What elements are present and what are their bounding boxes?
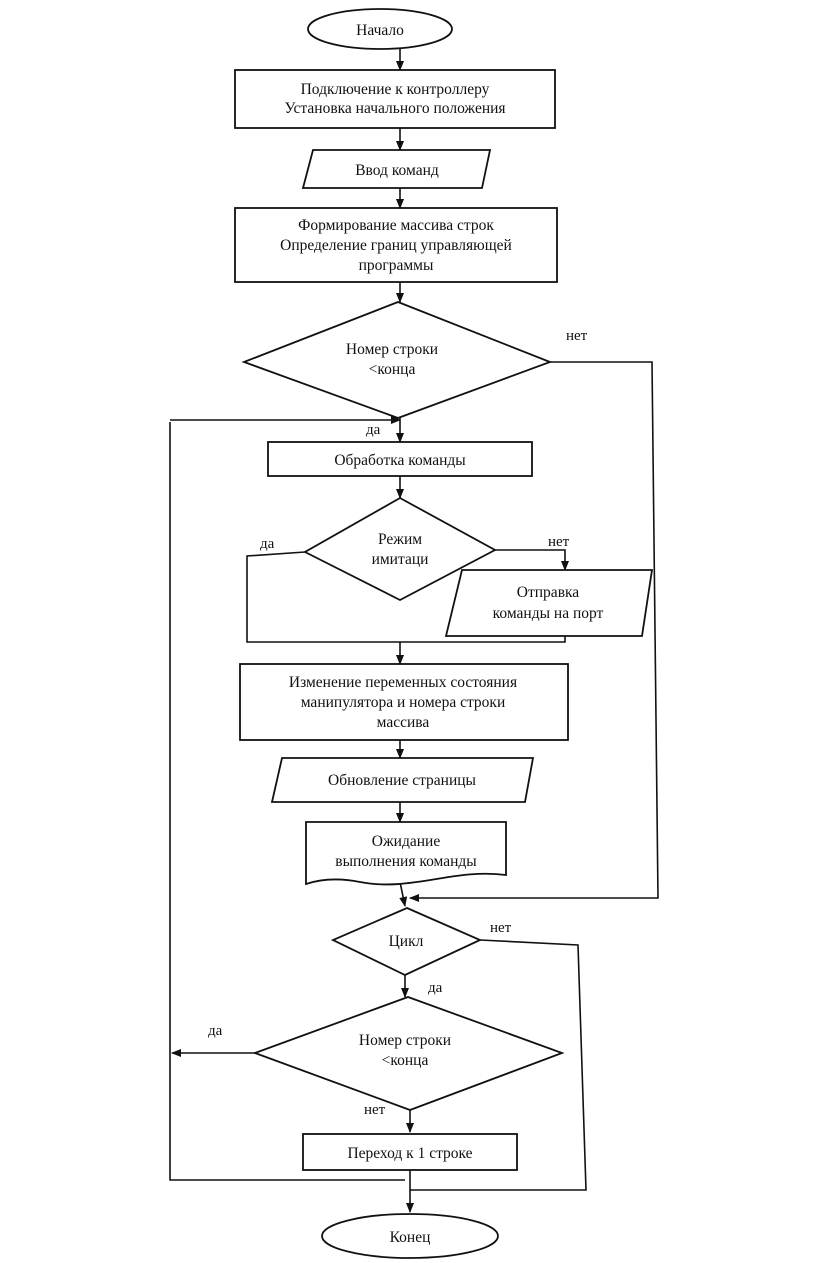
goto-box <box>302 1133 518 1171</box>
cycle-node: Цикл <box>330 907 483 976</box>
cond1-yes-label: да <box>366 422 381 438</box>
cond1-diamond <box>241 301 553 419</box>
cond1-text-line-1: Номер строки <box>346 341 438 358</box>
loop-back-line <box>169 422 405 1181</box>
wait-text-line-1: Ожидание <box>372 833 441 850</box>
mode-node: Режим имитаци <box>303 496 497 602</box>
process-text: Обработка команды <box>334 452 466 469</box>
mode-diamond <box>303 496 497 602</box>
process-box <box>267 441 533 477</box>
send-parallelogram <box>444 569 654 637</box>
cycle-yes-label: да <box>428 980 443 996</box>
branch-labels: нет да да нет нет да да нет <box>208 328 588 1118</box>
update-node: Обновление страницы <box>270 757 535 803</box>
end-terminator <box>321 1213 499 1259</box>
input-parallelogram <box>301 149 492 189</box>
cond2-node: Номер строки <конца <box>252 996 565 1111</box>
connect-text-line-2: Установка начального положения <box>284 100 505 117</box>
cycle-no-label: нет <box>490 920 512 936</box>
wait-node: Ожидание выполнения команды <box>305 821 507 886</box>
start-terminator <box>307 8 453 50</box>
connect-node: Подключение к контроллеру Установка нача… <box>234 69 556 129</box>
mode-text-line-1: Режим <box>378 531 422 548</box>
form-text-line-3: программы <box>359 257 434 274</box>
line-mode-yes <box>246 551 400 643</box>
form-text-line-1: Формирование массива строк <box>298 217 494 234</box>
cond1-text-line-2: <конца <box>369 361 416 378</box>
mode-yes-label: да <box>260 536 275 552</box>
connect-text-line-1: Подключение к контроллеру <box>301 81 490 98</box>
goto-text: Переход к 1 строке <box>347 1145 472 1162</box>
connect-box <box>234 69 556 129</box>
input-node: Ввод команд <box>301 149 492 189</box>
wait-text-line-2: выполнения команды <box>335 853 477 870</box>
cond1-no-label: нет <box>566 328 588 344</box>
cond1-node: Номер строки <конца <box>241 301 553 419</box>
wait-document <box>305 821 507 886</box>
update-parallelogram <box>270 757 535 803</box>
form-box <box>234 207 558 283</box>
change-text-line-2: манипулятора и номера строки <box>301 694 506 711</box>
start-text: Начало <box>356 22 404 39</box>
form-text-line-2: Определение границ управляющей <box>280 237 512 254</box>
cycle-diamond <box>330 907 483 976</box>
cond2-diamond <box>252 996 565 1111</box>
end-node: Конец <box>321 1213 499 1259</box>
start-node: Начало <box>307 8 453 50</box>
mode-text-line-2: имитаци <box>372 551 429 568</box>
arrow-wait-cycle <box>399 881 408 907</box>
cond2-yes-label: да <box>208 1023 223 1039</box>
line-cycle-no <box>410 939 587 1191</box>
mode-no-label: нет <box>548 534 570 550</box>
send-text-line-2: команды на порт <box>493 605 604 622</box>
change-text-line-3: массива <box>377 714 430 731</box>
arrow-mode-no <box>495 549 569 571</box>
arrow-cond1-no <box>409 361 659 902</box>
form-node: Формирование массива строк Определение г… <box>234 207 558 283</box>
process-node: Обработка команды <box>267 441 533 477</box>
update-text: Обновление страницы <box>328 772 477 789</box>
cycle-text: Цикл <box>389 933 424 950</box>
send-text-line-1: Отправка <box>517 584 580 601</box>
cond2-text-line-1: Номер строки <box>359 1032 451 1049</box>
send-node: Отправка команды на порт <box>444 569 654 637</box>
end-text: Конец <box>390 1229 431 1246</box>
change-box <box>239 663 569 741</box>
cond2-no-label: нет <box>364 1102 386 1118</box>
change-text-line-1: Изменение переменных состояния <box>289 674 517 691</box>
input-text: Ввод команд <box>355 162 439 179</box>
goto-node: Переход к 1 строке <box>302 1133 518 1171</box>
cond2-text-line-2: <конца <box>382 1052 429 1069</box>
change-node: Изменение переменных состояния манипулят… <box>239 663 569 741</box>
